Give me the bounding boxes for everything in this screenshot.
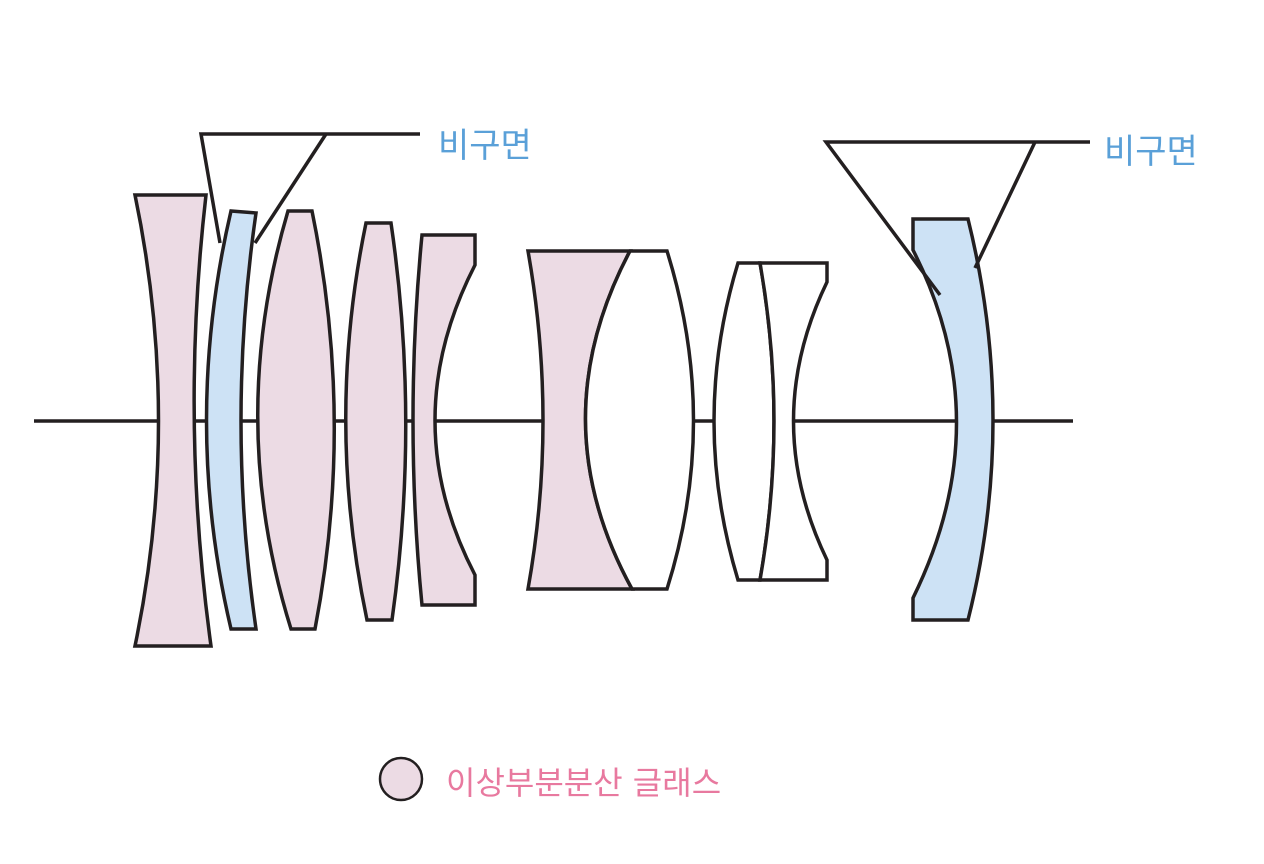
lens-element-7 (583, 249, 696, 591)
lens-element-1-ed (132, 193, 214, 648)
aspheric-callout-left (198, 132, 420, 244)
aspheric-label-right: 비구면 (1104, 132, 1198, 172)
lens-element-4-ed (344, 221, 408, 622)
aspheric-callout-right (822, 140, 1090, 297)
lens-element-8 (712, 261, 776, 582)
lens-element-2-aspheric (204, 209, 259, 631)
lens-element-9 (757, 261, 829, 582)
aspheric-callout-right-leg (973, 141, 1037, 269)
aspheric-label-left: 비구면 (438, 126, 532, 166)
lens-element-10-aspheric (911, 217, 995, 622)
aspheric-callout-left-leg (253, 133, 328, 244)
lens-element-5-ed (411, 233, 477, 607)
legend-swatch-ed-glass (378, 756, 424, 802)
lens-element-3-ed (256, 209, 337, 631)
legend-label-ed-glass: 이상부분분산 글래스 (446, 764, 722, 802)
